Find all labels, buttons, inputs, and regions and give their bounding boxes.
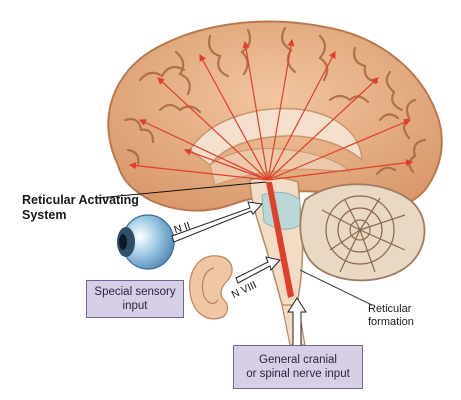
cerebrum [107,20,443,212]
reticular-column [266,182,294,298]
reticular-leader-line [299,269,373,306]
spinal-input-arrow [287,297,307,347]
reticular-activating-system-label: Reticular Activating System [22,193,139,223]
reticular-label-line1: Reticular [368,303,412,315]
eye-illustration [117,214,175,270]
ear-illustration [189,255,233,320]
vestibulocochlear-arrow [235,256,281,284]
ras-leader-line [97,181,267,199]
general-nerve-input-box: General cranial or spinal nerve input [233,345,363,389]
general-box-line1: General cranial [259,354,337,366]
general-box-line2: or spinal nerve input [246,368,350,380]
special-sensory-input-box: Special sensory input [86,280,184,318]
ras-label-line2: System [22,208,67,222]
special-box-line1: Special sensory [94,286,176,298]
cerebellum [299,183,426,282]
special-box-line2: input [122,300,148,312]
ras-label-line1: Reticular Activating [22,193,139,207]
reticular-formation-label: Reticular formation [368,303,414,329]
optic-nerve-arrow [171,201,263,243]
activation-pathways [128,38,414,181]
reticular-label-line2: formation [368,316,414,328]
